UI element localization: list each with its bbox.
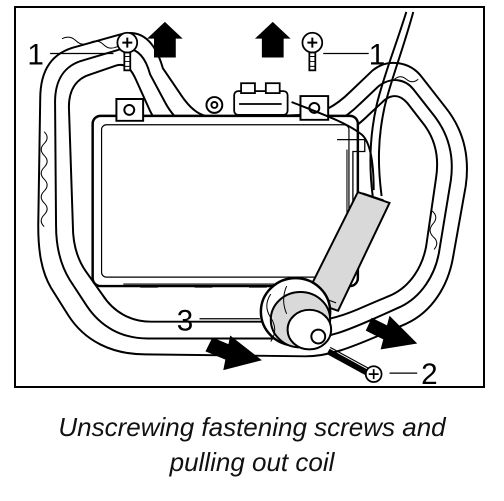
figure-caption: Unscrewing fastening screws and pulling … [0, 410, 504, 480]
technical-diagram: 1 1 3 2 [14, 6, 485, 388]
cable-harness [291, 11, 415, 197]
arrow-diagonal-icon-left [205, 335, 262, 371]
connector-icon [233, 82, 289, 116]
electronic-module [91, 114, 366, 288]
callout-label-coil: 3 [177, 305, 194, 338]
arrow-diagonal-icon-right [365, 315, 418, 350]
diagram-svg: 1 1 3 2 [27, 11, 468, 386]
screw-icon-left [116, 31, 139, 72]
caption-line-2: pulling out coil [169, 447, 335, 477]
callout-leaders [50, 52, 418, 374]
caption-line-1: Unscrewing fastening screws and [58, 412, 446, 442]
arrow-up-icon-right [254, 21, 291, 58]
callout-label-screw-right: 1 [369, 38, 386, 71]
housing-ripples [40, 36, 438, 250]
screw-icon-right [301, 31, 324, 72]
coil-icon [259, 276, 333, 351]
arrow-up-icon-left [147, 21, 183, 58]
callout-label-screw-left: 1 [27, 38, 44, 71]
callout-label-coil-screw: 2 [421, 358, 438, 386]
screw-icon-coil [326, 346, 383, 383]
